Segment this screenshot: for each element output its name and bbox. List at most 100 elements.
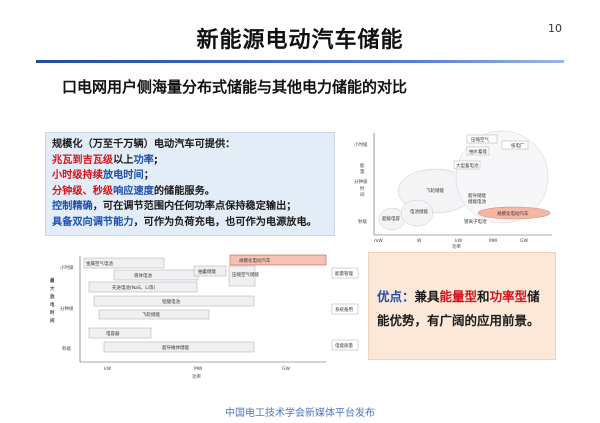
- adv-g: 势，有广阔的应用前景。: [402, 313, 540, 328]
- title-rule: [36, 60, 564, 63]
- label-flywheel: 飞轮储能: [426, 187, 444, 194]
- adv-a: 优点：: [377, 289, 415, 304]
- label-large-scale-ev: 规模化电动汽车: [497, 210, 529, 217]
- label-superconducting: 超导储能: [468, 192, 486, 199]
- app-system-backup-box: [331, 303, 359, 315]
- bar-label-superconducting: 超导磁体储能: [162, 344, 189, 351]
- bar-liquid-battery: [113, 269, 199, 281]
- panel-line-6: 具备双向调节能力，可作为负荷充电，也可作为电源放电。: [52, 215, 328, 231]
- label-large-battery: 大型蓄电池: [456, 162, 479, 169]
- subtitle-text: 电网用户侧海量分布式储能与其他电力储能的对比: [77, 78, 408, 96]
- line6-a: 具备双向调节能力: [52, 216, 134, 228]
- bar-label-pumped-hydro: 抽蓄储能: [198, 268, 216, 275]
- bubble-x-label-1: W: [417, 238, 422, 244]
- bar-label-capacitor: 电容器: [106, 330, 120, 337]
- range-y-label-hour: 小时级: [60, 264, 74, 271]
- box-large-battery: [453, 160, 481, 170]
- line2-a: 兆瓦到吉瓦级: [52, 154, 114, 166]
- panel-line-5: 控制精确，可在调节范围内任何功率点保持稳定输出；: [52, 199, 328, 215]
- range-x-label-2: GW: [282, 366, 290, 372]
- app-power-quality: 电能质量: [335, 342, 353, 349]
- adv-c: 能量型: [439, 289, 478, 304]
- label-compressed-air: 压缩空气: [471, 136, 489, 143]
- app-energy-mgmt: 能量管理: [335, 270, 353, 277]
- range-y-title-0: 最: [50, 277, 55, 284]
- bubble-y-title-0: 能: [360, 162, 365, 169]
- box-compressed-air: [466, 134, 498, 144]
- bubble-x-title: 功率: [452, 243, 461, 249]
- line3-c: ；: [143, 170, 154, 181]
- bubble-y-title-2: 时: [360, 185, 365, 192]
- line3-a: 小时级持续: [52, 170, 103, 181]
- bar-label-large-scale-ev: 规模化电动汽车: [239, 257, 271, 264]
- slide-title: 新能源电动汽车储能: [196, 28, 404, 53]
- range-y-title-4: 时: [50, 309, 55, 316]
- line4-b: 响应速度: [113, 185, 154, 197]
- ev-capability-panel: 规模化（万至千万辆）电动汽车可提供： 兆瓦到吉瓦级以上功率; 小时级持续放电时间…: [45, 132, 335, 236]
- bubble-y-title-1: 量: [360, 168, 365, 175]
- bubble-x-label-2: kW: [455, 238, 463, 244]
- app-power-quality-box: [331, 339, 359, 351]
- bar-large-scale-ev: [229, 254, 327, 266]
- line1: 规模化（万至千万辆）电动汽车可提供：: [52, 139, 236, 150]
- footer-source: 中国电工技术学会新媒体平台发布: [225, 408, 375, 419]
- label-pumped-hydro: 抽水蓄能: [469, 148, 487, 155]
- panel-line-1: 规模化（万至千万辆）电动汽车可提供：: [52, 137, 328, 153]
- bubble-x-label-0: mW: [374, 238, 383, 244]
- bar-flywheel: [98, 309, 210, 320]
- range-x-title: 功率: [192, 373, 201, 380]
- range-x-label-0: kW: [104, 366, 112, 372]
- storage-bubble-chart: 小时级 分钟级 秒级 能 量 时 间 压缩空气 抽水蓄能 大型蓄电池 核电厂 飞…: [352, 127, 557, 249]
- range-y-label-minute: 分钟级: [60, 305, 74, 312]
- adv-d: 和: [477, 289, 490, 304]
- bar-label-liquid: 液体电池: [134, 272, 152, 279]
- storage-range-chart: 最 大 放 电 时 间 小时级 分钟级 秒级 金属空气电池 液体电池 先进电池(…: [44, 252, 362, 384]
- range-y-title-3: 电: [50, 301, 55, 308]
- bar-capacitor: [88, 327, 152, 339]
- slide-subtitle: 口电网用户侧海量分布式储能与其他电力储能的对比: [62, 76, 407, 97]
- panel-line-3: 小时级持续放电时间；: [52, 168, 328, 184]
- app-energy-mgmt-box: [331, 267, 359, 279]
- bar-label-lead-acid: 铅酸电池: [162, 298, 180, 305]
- bubble-battery-storage: [400, 199, 434, 227]
- adv-f: 储能优: [377, 289, 540, 328]
- label-storage-battery: 储能电池: [468, 198, 486, 205]
- range-y-label-second: 秒级: [62, 345, 71, 352]
- bubble-y-label-minute: 分钟级: [354, 178, 368, 185]
- box-nuclear: [501, 140, 529, 150]
- line5-b: ，可在调节范围内任何功率点保持稳定输出；: [92, 201, 297, 212]
- bar-advanced-battery: [88, 281, 198, 293]
- bubble-large-scale-ev: [477, 206, 551, 220]
- panel-line-2: 兆瓦到吉瓦级以上功率;: [52, 153, 328, 169]
- label-battery-storage: 电池储能: [410, 208, 428, 215]
- bar-compressed-air: [228, 265, 256, 287]
- bubble-y-label-hour: 小时级: [354, 141, 368, 148]
- line5-a: 控制精确: [52, 201, 93, 212]
- label-supercap: 超级电容: [382, 215, 400, 222]
- line2-d: ;: [153, 154, 158, 166]
- bubble-x-label-4: GW: [520, 238, 528, 244]
- adv-b: 兼具: [414, 289, 440, 304]
- advantage-panel: 优点：兼具能量型和功率型储能优势，有广阔的应用前景。: [368, 252, 556, 360]
- label-nuclear: 核电厂: [511, 142, 525, 149]
- bar-lead-acid: [93, 295, 255, 307]
- bar-label-flywheel: 飞轮储能: [142, 311, 160, 318]
- bar-superconducting: [103, 341, 255, 353]
- bar-label-metal-air: 金属空气电池: [86, 260, 113, 267]
- range-y-title-5: 间: [50, 317, 55, 324]
- app-system-backup: 系统备用: [335, 306, 353, 313]
- adv-e: 功率型: [489, 289, 528, 304]
- range-y-title-1: 大: [50, 285, 55, 292]
- bar-pumped-hydro: [193, 265, 227, 277]
- line4-a: 分钟级、秒级: [52, 185, 114, 197]
- bar-label-advanced: 先进电池(NaS、Li等): [112, 284, 155, 291]
- bar-label-compressed-air: 压缩空气储能: [232, 271, 259, 278]
- bubble-x-label-3: MW: [489, 238, 498, 244]
- bubble-y-title-3: 间: [360, 191, 365, 198]
- subtitle-marker: 口: [62, 78, 78, 96]
- panel-line-4: 分钟级、秒级响应速度的储能服务。: [52, 184, 328, 200]
- page-number: 10: [548, 22, 562, 35]
- range-y-title-2: 放: [49, 293, 55, 300]
- line6-b: ，可作为负荷充电，也可作为电源放电。: [133, 216, 317, 228]
- bubble-y-label-second: 秒级: [358, 218, 367, 225]
